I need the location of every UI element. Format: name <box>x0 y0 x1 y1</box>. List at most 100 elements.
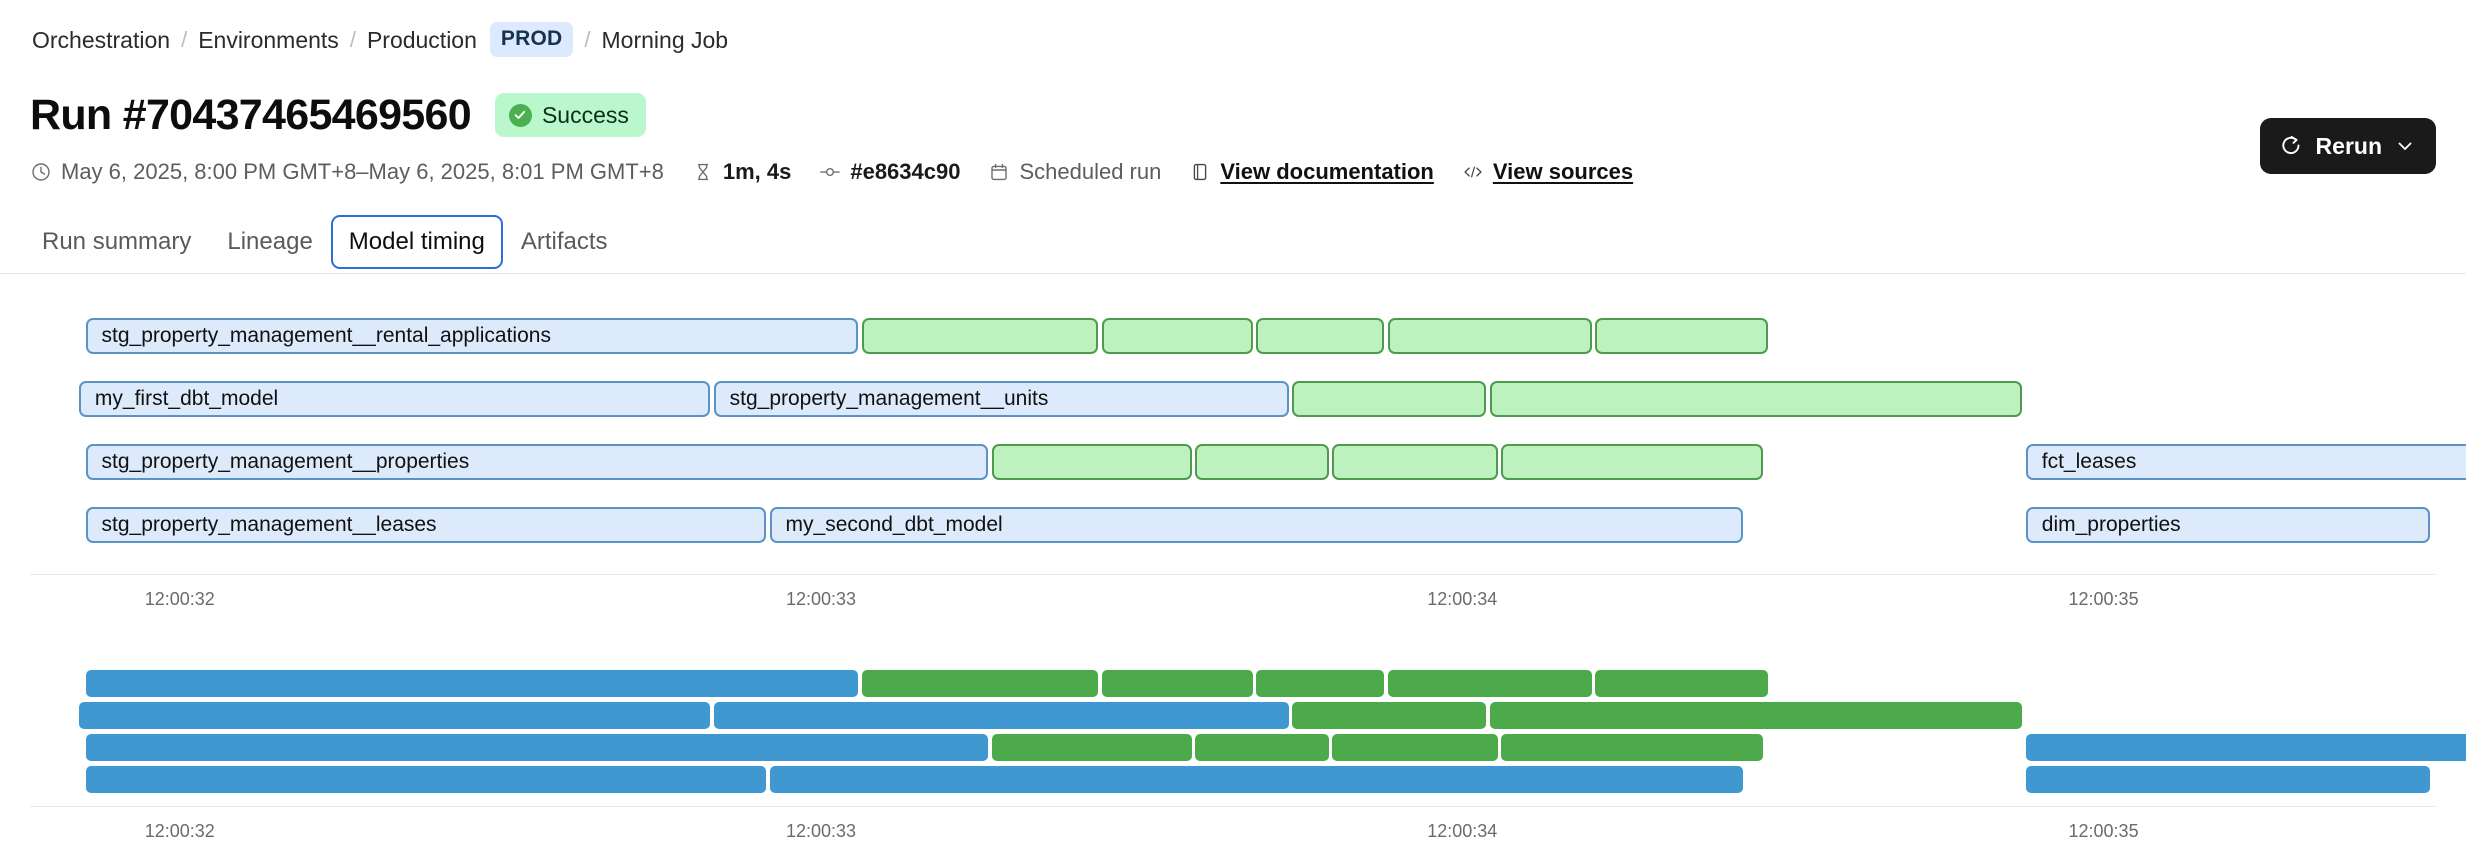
gantt-bar-model[interactable]: my_first_dbt_model <box>79 381 710 417</box>
gantt-bar-segment[interactable] <box>1595 670 1768 697</box>
gantt-bar-label: dim_properties <box>2028 513 2181 537</box>
axis-tick-label: 12:00:35 <box>2069 820 2139 842</box>
gantt-bar-segment[interactable] <box>1501 734 1762 761</box>
axis-tick-label: 12:00:32 <box>145 820 215 842</box>
tab-model-timing[interactable]: Model timing <box>331 215 503 269</box>
status-badge-label: Success <box>542 102 629 128</box>
gantt-row: stg_property_management__properties fct_l… <box>0 444 2466 484</box>
gantt-rows-solid <box>0 670 2466 798</box>
gantt-bar-segment[interactable] <box>1595 318 1768 354</box>
meta-timerange: May 6, 2025, 8:00 PM GMT+8–May 6, 2025, … <box>30 158 664 186</box>
gantt-bar-label: my_first_dbt_model <box>81 387 278 411</box>
gantt-bar-segment[interactable] <box>1292 702 1486 729</box>
gantt-bar-segment[interactable] <box>1490 702 2023 729</box>
gantt-row <box>0 734 2466 761</box>
breadcrumb-separator: / <box>170 26 198 54</box>
gantt-row: my_first_dbt_model stg_property_managemen… <box>0 381 2466 421</box>
meta-trigger-text: Scheduled run <box>1019 158 1161 186</box>
gantt-bar-model[interactable]: stg_property_management__leases <box>86 507 767 543</box>
breadcrumb-separator: / <box>339 26 367 54</box>
clock-icon <box>30 161 52 183</box>
axis-tick-label: 12:00:35 <box>2069 588 2139 610</box>
axis-divider-solid <box>30 806 2436 807</box>
gantt-bar-model[interactable]: stg_property_management__rental_applicat… <box>86 318 859 354</box>
gantt-bar-label: stg_property_management__leases <box>88 513 437 537</box>
meta-documentation[interactable]: View documentation <box>1189 158 1434 186</box>
breadcrumb-item-morning-job[interactable]: Morning Job <box>602 26 729 54</box>
axis-tick-label: 12:00:34 <box>1427 588 1497 610</box>
run-metadata: May 6, 2025, 8:00 PM GMT+8–May 6, 2025, … <box>30 158 1633 186</box>
tab-bar-divider <box>0 273 2466 274</box>
meta-sources[interactable]: View sources <box>1462 158 1633 186</box>
meta-documentation-link[interactable]: View documentation <box>1220 158 1434 186</box>
calendar-icon <box>988 161 1010 183</box>
meta-sources-link[interactable]: View sources <box>1493 158 1633 186</box>
breadcrumb-separator: / <box>573 26 601 54</box>
gantt-bar-label: stg_property_management__rental_applicat… <box>88 324 551 348</box>
gantt-bar-segment[interactable] <box>992 734 1193 761</box>
hourglass-icon <box>692 161 714 183</box>
gantt-bar-segment[interactable] <box>862 318 1099 354</box>
gantt-bar-segment[interactable] <box>1102 670 1253 697</box>
gantt-bar-segment[interactable] <box>86 734 989 761</box>
tab-artifacts[interactable]: Artifacts <box>503 215 626 269</box>
gantt-row: stg_property_management__leases my_second… <box>0 507 2466 547</box>
model-timing-chart-solid: 12:00:3212:00:3312:00:3412:00:35 <box>0 670 2466 798</box>
meta-commit-text: #e8634c90 <box>850 158 960 186</box>
breadcrumb-item-environments[interactable]: Environments <box>198 26 339 54</box>
gantt-bar-label: my_second_dbt_model <box>772 513 1003 537</box>
gantt-bar-segment[interactable] <box>1332 444 1498 480</box>
gantt-bar-model[interactable]: fct_leases <box>2026 444 2466 480</box>
chevron-down-icon[interactable] <box>2395 136 2415 156</box>
gantt-bar-label: stg_property_management__units <box>716 387 1049 411</box>
code-icon <box>1462 161 1484 183</box>
gantt-bar-segment[interactable] <box>1102 318 1253 354</box>
gantt-bar-segment[interactable] <box>2026 734 2466 761</box>
breadcrumb-item-production[interactable]: Production <box>367 26 477 54</box>
gantt-bar-model[interactable]: dim_properties <box>2026 507 2430 543</box>
gantt-bar-segment[interactable] <box>1332 734 1498 761</box>
meta-trigger: Scheduled run <box>988 158 1161 186</box>
rerun-button[interactable]: Rerun <box>2260 118 2436 174</box>
gantt-bar-segment[interactable] <box>770 766 1743 793</box>
title-row: Run #70437465469560 Success <box>30 90 646 140</box>
gantt-bar-model[interactable]: stg_property_management__units <box>714 381 1290 417</box>
breadcrumb: Orchestration / Environments / Productio… <box>32 22 728 57</box>
commit-icon <box>819 161 841 183</box>
gantt-bar-segment[interactable] <box>1388 670 1592 697</box>
breadcrumb-env-tag-prod: PROD <box>490 22 573 57</box>
gantt-bar-segment[interactable] <box>1388 318 1592 354</box>
gantt-bar-segment[interactable] <box>1292 381 1486 417</box>
gantt-bar-segment[interactable] <box>86 670 859 697</box>
meta-commit[interactable]: #e8634c90 <box>819 158 960 186</box>
axis-tick-label: 12:00:33 <box>786 588 856 610</box>
rerun-button-label: Rerun <box>2316 133 2382 160</box>
gantt-bar-label: stg_property_management__properties <box>88 450 470 474</box>
gantt-bar-segment[interactable] <box>992 444 1193 480</box>
gantt-row <box>0 702 2466 729</box>
gantt-bar-segment[interactable] <box>79 702 710 729</box>
gantt-bar-segment[interactable] <box>1256 670 1384 697</box>
gantt-bar-model[interactable]: stg_property_management__properties <box>86 444 989 480</box>
gantt-bar-segment[interactable] <box>2026 766 2430 793</box>
page-title: Run #70437465469560 <box>30 90 471 140</box>
axis-tick-label: 12:00:33 <box>786 820 856 842</box>
breadcrumb-item-orchestration[interactable]: Orchestration <box>32 26 170 54</box>
gantt-bar-model[interactable]: my_second_dbt_model <box>770 507 1743 543</box>
gantt-bar-segment[interactable] <box>86 766 767 793</box>
tab-run-summary[interactable]: Run summary <box>24 215 209 269</box>
gantt-bar-segment[interactable] <box>714 702 1290 729</box>
tab-bar: Run summary Lineage Model timing Artifac… <box>24 215 626 269</box>
gantt-bar-segment[interactable] <box>1501 444 1762 480</box>
meta-duration: 1m, 4s <box>692 158 792 186</box>
gantt-bar-segment[interactable] <box>1195 444 1328 480</box>
axis-divider-labeled <box>30 574 2436 575</box>
gantt-bar-segment[interactable] <box>1195 734 1328 761</box>
gantt-bar-segment[interactable] <box>1256 318 1384 354</box>
gantt-bar-segment[interactable] <box>1490 381 2023 417</box>
tab-lineage[interactable]: Lineage <box>209 215 330 269</box>
gantt-row <box>0 766 2466 793</box>
gantt-bar-segment[interactable] <box>862 670 1099 697</box>
refresh-icon <box>2279 134 2303 158</box>
